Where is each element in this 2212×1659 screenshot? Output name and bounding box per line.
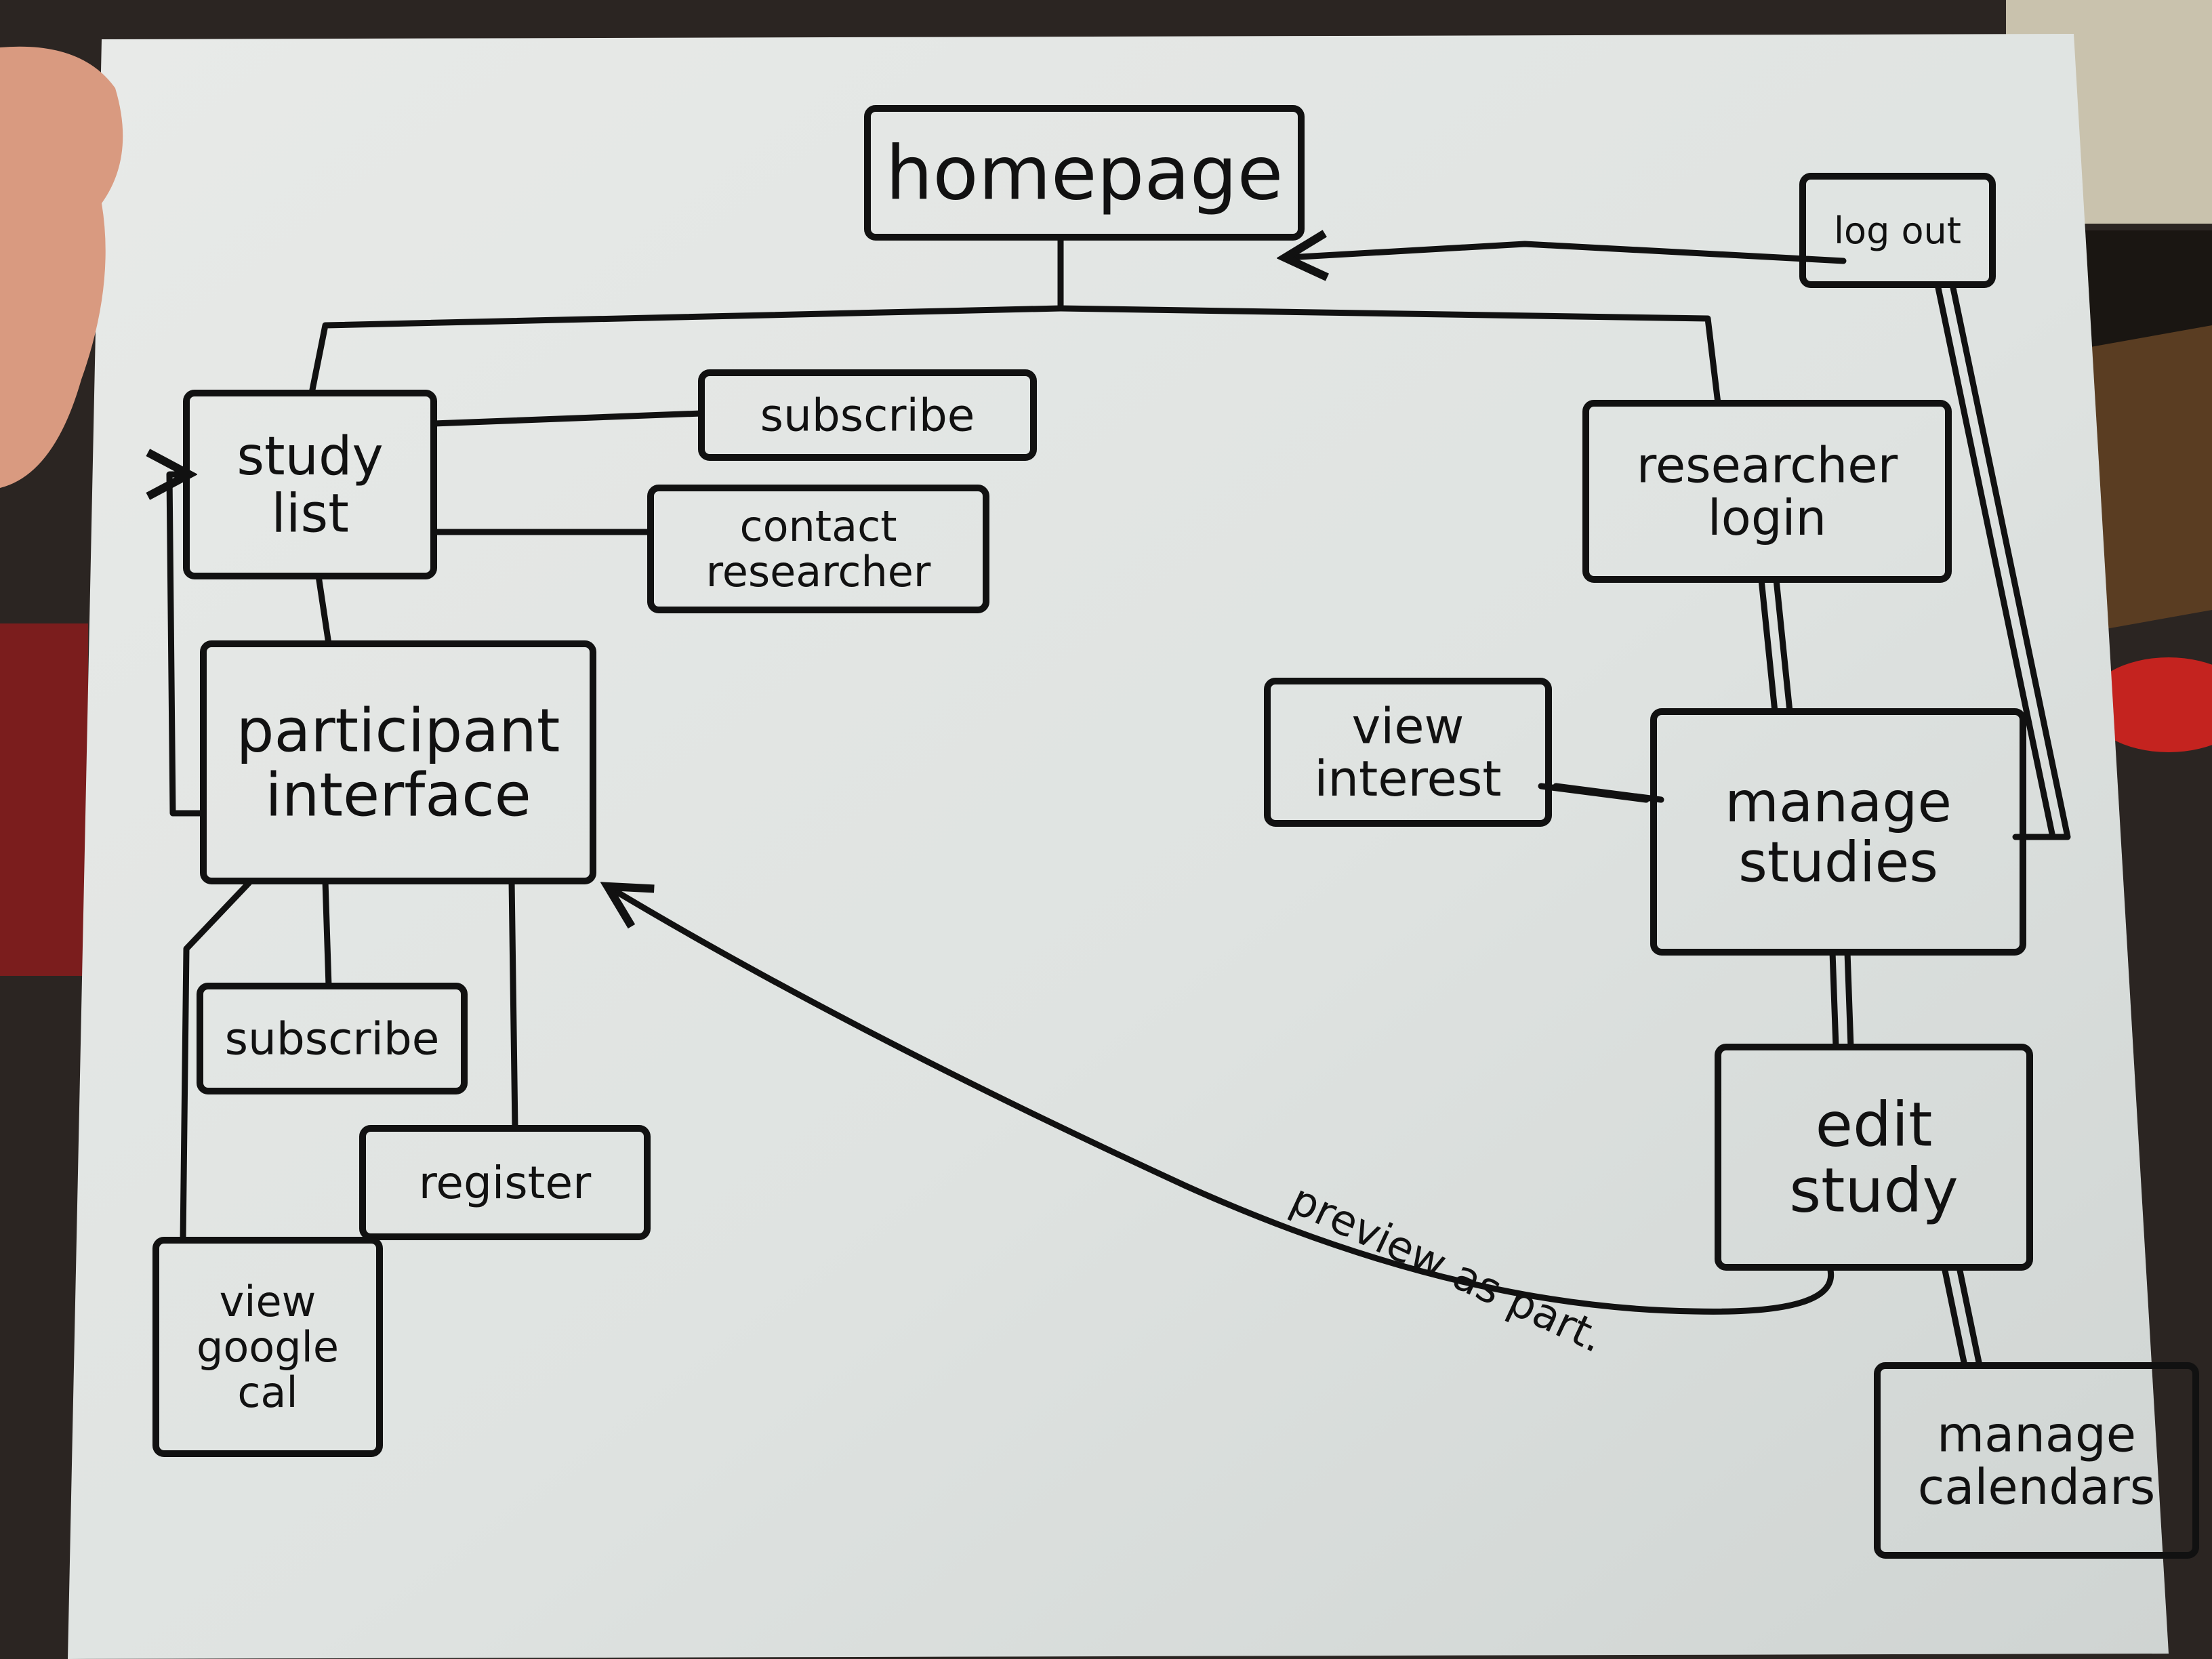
connector-lines	[169, 237, 2071, 1369]
node-label-study-list-line-1: study	[237, 426, 383, 487]
node-box-subscribe-top	[698, 369, 1037, 461]
node-register: register	[359, 1125, 651, 1240]
node-box-view-google-cal	[152, 1237, 383, 1457]
connector-study-list-to-participant-interface	[315, 573, 332, 647]
node-label-view-google-cal-line-2: google	[197, 1322, 339, 1372]
node-logout: log out	[1799, 173, 1996, 288]
node-box-homepage	[864, 105, 1305, 241]
node-label-manage-calendars-line-2: calendars	[1918, 1458, 2156, 1515]
connector-edit-study-to-manage-calendars	[1956, 1264, 1983, 1369]
node-label-homepage-line-1: homepage	[886, 130, 1284, 217]
connector-participant-interface-to-study-list	[169, 474, 207, 817]
node-label-subscribe-top-line-1: subscribe	[760, 390, 975, 442]
node-label-researcher-login-line-1: researcher	[1637, 436, 1898, 493]
connector-researcher-login-to-manage-studies	[1773, 576, 1793, 715]
node-label-view-google-cal-line-3: cal	[237, 1368, 298, 1417]
connector-participant-interface-to-register	[508, 878, 518, 1132]
hand	[0, 46, 123, 488]
connector-edit-study-to-participant-interface	[610, 888, 1835, 1315]
node-subscribe-bottom: subscribe	[197, 983, 468, 1094]
node-label-view-interest-line-1: view	[1352, 697, 1465, 754]
node-label-view-google-cal-line-1: view	[220, 1277, 316, 1326]
node-label-researcher-login-line-2: login	[1708, 489, 1826, 546]
node-label-participant-interface-line-2: interface	[265, 760, 531, 830]
node-box-subscribe-bottom	[197, 983, 468, 1094]
node-box-register	[359, 1125, 651, 1240]
node-box-study-list	[183, 390, 437, 579]
paper-sheet	[68, 34, 2169, 1659]
node-label-manage-studies-line-1: manage	[1725, 771, 1952, 835]
node-label-edit-study-line-1: edit	[1816, 1089, 1933, 1160]
node-label-contact-researcher-line-1: contact	[739, 501, 897, 551]
connector-manage-studies-to-edit-study	[1829, 949, 1839, 1050]
node-label-subscribe-bottom-line-1: subscribe	[225, 1013, 440, 1065]
connector-edit-study-to-manage-calendars	[1941, 1264, 1968, 1369]
node-label-manage-studies-line-2: studies	[1738, 830, 1938, 895]
node-label-edit-study-line-2: study	[1789, 1155, 1959, 1227]
connector-participant-interface-to-view-google-cal	[180, 878, 254, 1244]
node-box-participant-interface	[200, 640, 596, 884]
connector-logout-to-homepage	[1288, 244, 1847, 261]
node-box-contact-researcher	[647, 485, 989, 613]
node-box-edit-study	[1715, 1044, 2033, 1271]
node-subscribe-top: subscribe	[698, 369, 1037, 461]
connector-researcher-login-to-manage-studies	[1758, 576, 1778, 715]
connector-homepage-to-study-list	[308, 237, 1064, 396]
connector-manage-studies-to-edit-study	[1844, 949, 1854, 1050]
connector-homepage-to-researcher-login	[1057, 305, 1721, 407]
node-label-study-list-line-2: list	[271, 483, 349, 544]
node-box-manage-calendars	[1874, 1362, 2199, 1559]
node-box-researcher-login	[1582, 400, 1952, 583]
node-label-logout-line-1: log out	[1834, 209, 1961, 252]
connector-manage-studies-to-logout	[1949, 281, 2071, 840]
node-box-logout	[1799, 173, 1996, 288]
node-homepage: homepage	[864, 105, 1305, 241]
node-label-manage-calendars-line-1: manage	[1937, 1406, 2136, 1462]
connector-participant-interface-to-subscribe-bottom	[322, 878, 332, 989]
node-label-participant-interface-line-1: participant	[237, 695, 560, 765]
connector-study-list-to-subscribe-top	[430, 410, 705, 427]
node-label-view-interest-line-2: interest	[1314, 750, 1501, 807]
node-label-register-line-1: register	[419, 1157, 592, 1209]
connector-manage-studies-to-view-interest	[1553, 783, 1664, 803]
node-box-manage-studies	[1650, 708, 2026, 956]
node-box-view-interest	[1264, 678, 1552, 827]
node-label-contact-researcher-line-2: researcher	[706, 547, 931, 596]
